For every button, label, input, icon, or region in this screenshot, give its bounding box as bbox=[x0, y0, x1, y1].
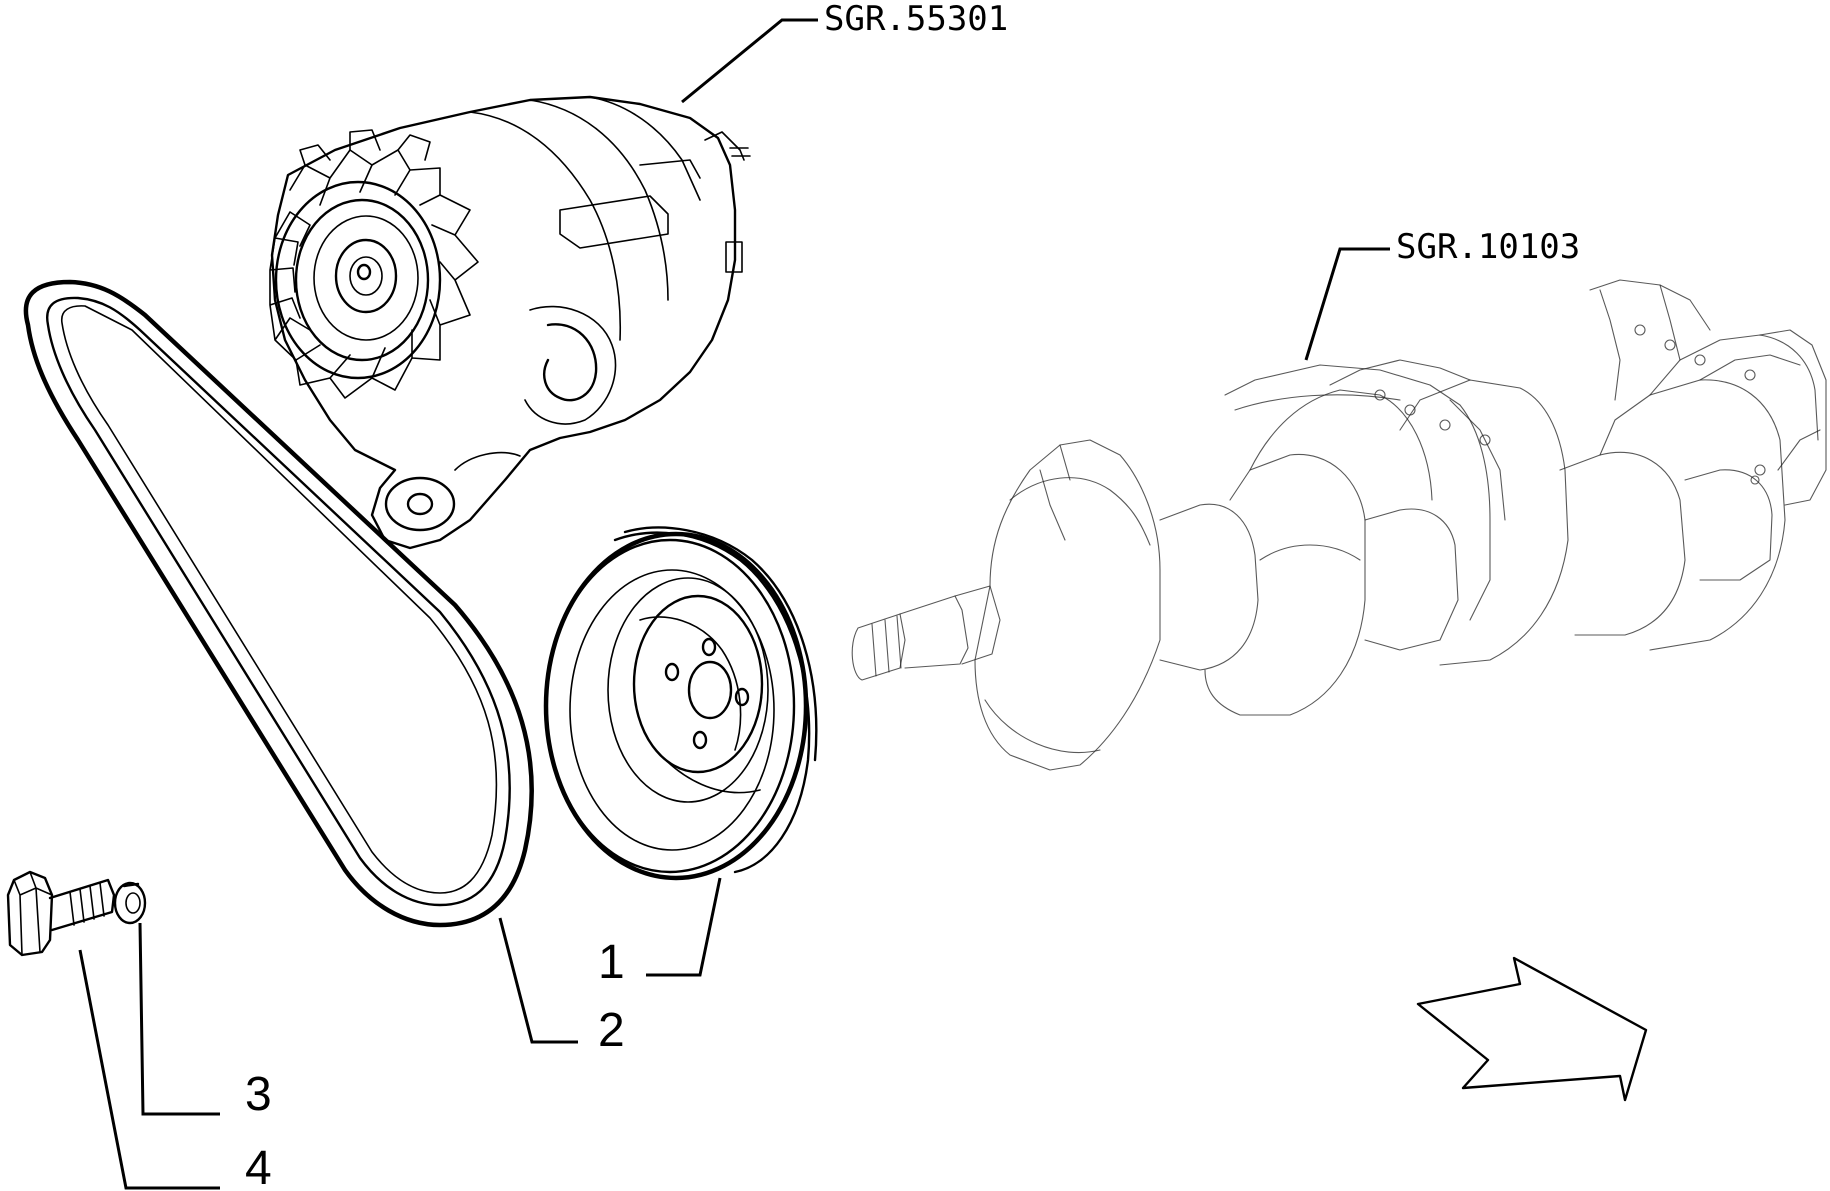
leader-lines bbox=[78, 18, 1390, 1190]
v-belt-drawing bbox=[23, 279, 534, 928]
leader-pulley bbox=[646, 877, 722, 977]
leader-bolt bbox=[78, 949, 220, 1190]
leader-washer bbox=[138, 922, 220, 1116]
leader-belt bbox=[498, 917, 578, 1044]
direction-arrow bbox=[1416, 956, 1648, 1102]
callout-3: 3 bbox=[245, 1068, 272, 1121]
leader-alternator bbox=[681, 18, 818, 104]
crankshaft-reference: SGR.10103 bbox=[1396, 227, 1580, 267]
callout-4: 4 bbox=[245, 1142, 272, 1191]
crankshaft-pulley-drawing bbox=[543, 526, 818, 881]
callout-2: 2 bbox=[598, 1004, 625, 1057]
alternator-drawing bbox=[269, 95, 751, 550]
crankshaft-drawing bbox=[851, 279, 1827, 771]
callout-1: 1 bbox=[598, 936, 625, 989]
alternator-reference: SGR.55301 bbox=[824, 0, 1008, 39]
leader-crankshaft bbox=[1304, 247, 1390, 361]
bolt-drawing bbox=[6, 870, 147, 957]
